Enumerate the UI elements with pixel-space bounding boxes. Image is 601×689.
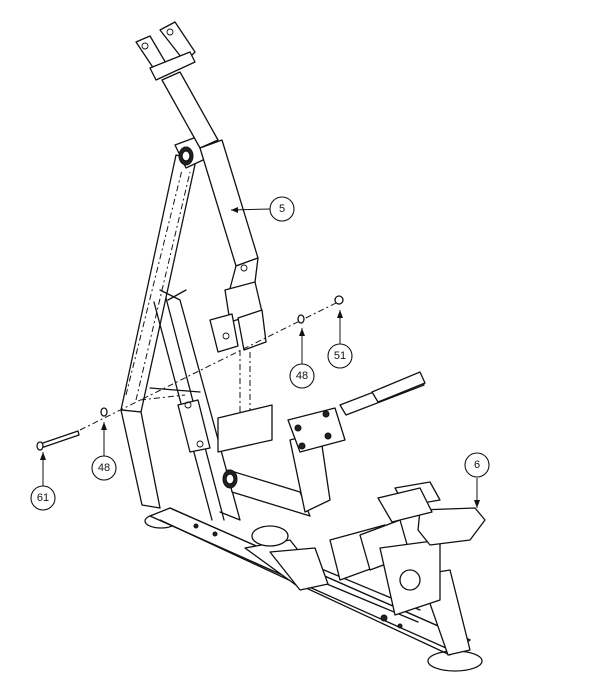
callout-51-label: 51 <box>334 350 346 362</box>
callout-5-label: 5 <box>279 203 285 215</box>
pivot-assembly <box>217 371 486 616</box>
callout-51: 51 <box>327 310 353 369</box>
bolt-alignment-line <box>36 295 344 451</box>
callout-6-label: 6 <box>474 459 480 471</box>
callout-48-left: 48 <box>91 422 117 481</box>
callout-61-label: 61 <box>37 492 49 504</box>
callout-48-right-label: 48 <box>296 370 308 382</box>
handle-arm <box>135 21 267 420</box>
callout-48-left-label: 48 <box>98 462 110 474</box>
callout-61: 61 <box>30 452 56 511</box>
upright-frame <box>120 131 241 521</box>
callout-5: 5 <box>230 196 295 222</box>
callout-48-right: 48 <box>289 328 315 389</box>
callout-6: 6 <box>464 452 490 508</box>
